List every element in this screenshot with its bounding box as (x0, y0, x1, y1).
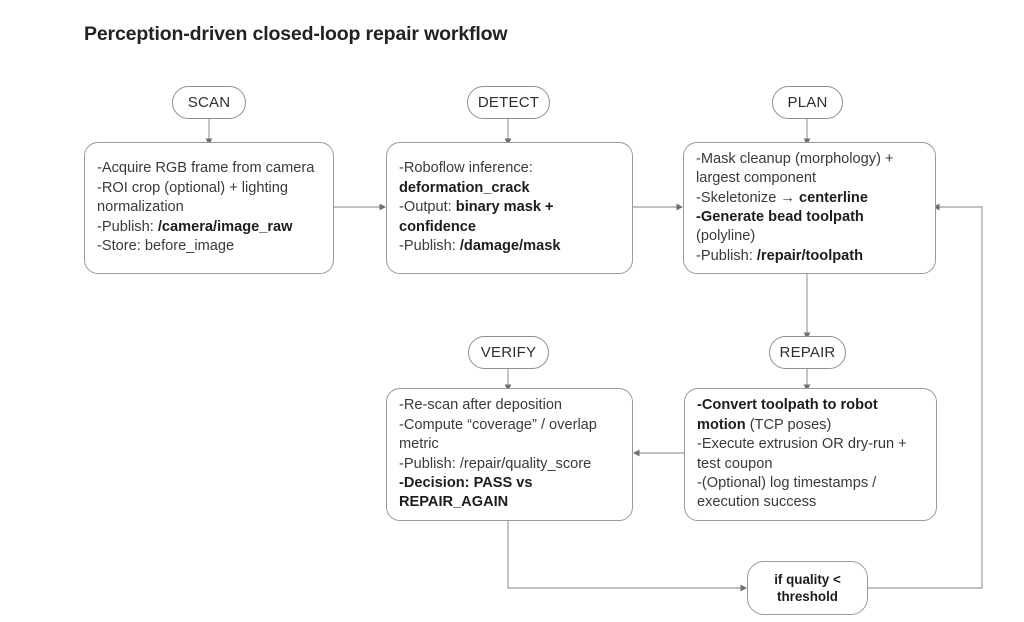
card-text-line: (polyline) (696, 228, 756, 245)
card-text-line: deformation_crack (399, 179, 530, 196)
stage-pill-verify-label: VERIFY (480, 344, 537, 361)
card-text-line: -Roboflow inference: (399, 160, 533, 177)
card-text-line: motion (TCP poses) (697, 416, 832, 433)
card-text-line: -Publish: /damage/mask (399, 238, 561, 255)
arrowhead-detect-card (504, 138, 512, 145)
card-text-line: -Output: binary mask + (399, 199, 554, 216)
card-text-line: -Acquire RGB frame from camera (97, 160, 315, 177)
card-text-line: -Re-scan after deposition (399, 397, 563, 414)
card-text-line: -Convert toolpath to robot (697, 397, 878, 414)
stage-pill-plan-label: PLAN (787, 94, 828, 111)
stage-pill-scan-label: SCAN (187, 94, 231, 111)
card-verify[interactable]: -Re-scan after deposition -Compute “cover… (386, 388, 633, 521)
stage-pill-detect-label: DETECT (477, 94, 540, 111)
card-text-line: test coupon (697, 455, 773, 472)
loop-condition-line2: threshold (776, 589, 838, 604)
stage-pill-scan[interactable]: SCAN (172, 86, 246, 119)
arrowhead-repair-card (803, 384, 811, 391)
card-text-line: -Generate bead toolpath (696, 209, 864, 225)
stage-pill-detect[interactable]: DETECT (467, 86, 550, 119)
arrowhead-plan-left (676, 203, 683, 211)
arrowhead-detect-left (379, 203, 386, 211)
card-scan-body: -Acquire RGB frame from camera -ROI crop … (97, 159, 322, 256)
arrowhead-plan-right (933, 203, 940, 211)
card-text-line: -ROI crop (optional) + lighting (97, 179, 289, 196)
card-text-line: -Publish: /repair/quality_score (399, 455, 592, 472)
card-text-line: -Mask cleanup (morphology) + (696, 150, 894, 167)
stage-pill-plan[interactable]: PLAN (772, 86, 843, 119)
card-text-line: execution success (697, 494, 817, 511)
stage-pill-repair[interactable]: REPAIR (769, 336, 846, 369)
card-text-line: confidence (399, 218, 477, 235)
card-text-line: -Skeletonize → centerline (696, 189, 868, 206)
card-text-line: metric (399, 436, 439, 453)
card-text-line: -Publish: /repair/toolpath (696, 247, 864, 264)
page-title: Perception-driven closed-loop repair wor… (84, 23, 508, 45)
card-text-line: -Compute “coverage” / overlap (399, 416, 597, 433)
card-repair-body: -Convert toolpath to robot motion (TCP po… (697, 396, 925, 512)
card-verify-body: -Re-scan after deposition -Compute “cover… (399, 396, 621, 512)
stage-pill-verify[interactable]: VERIFY (468, 336, 549, 369)
connector-verify-to-loop (507, 521, 744, 589)
loop-condition-line1: if quality < (774, 571, 841, 587)
card-detect[interactable]: -Roboflow inference: deformation_crack -Ou… (386, 142, 633, 274)
card-text-line: -Store: before_image (97, 238, 235, 255)
arrowhead-loop-node-left (740, 584, 747, 592)
card-text-line: -(Optional) log timestamps / (697, 474, 877, 491)
arrowhead-repair-pill (803, 332, 811, 339)
card-plan-body: -Mask cleanup (morphology) + largest comp… (696, 150, 924, 266)
card-scan[interactable]: -Acquire RGB frame from camera -ROI crop … (84, 142, 334, 274)
card-text-line: REPAIR_AGAIN (399, 494, 509, 511)
card-text-line: largest component (696, 170, 817, 187)
card-text-line: normalization (97, 199, 184, 216)
arrowhead-verify-card (504, 384, 512, 391)
arrowhead-verify-right (633, 449, 640, 457)
card-text-line: -Decision: PASS vs (399, 474, 533, 491)
connector-loop-to-plan (868, 206, 983, 589)
card-repair[interactable]: -Convert toolpath to robot motion (TCP po… (684, 388, 937, 521)
card-plan[interactable]: -Mask cleanup (morphology) + largest comp… (683, 142, 936, 274)
card-text-line: -Publish: /camera/image_raw (97, 218, 293, 235)
card-text-line: -Execute extrusion OR dry-run + (697, 436, 907, 453)
arrowhead-plan-card (803, 138, 811, 145)
loop-condition-node[interactable]: if quality < threshold (747, 561, 868, 615)
stage-pill-repair-label: REPAIR (779, 344, 836, 361)
arrowhead-scan-card (205, 138, 213, 145)
card-detect-body: -Roboflow inference: deformation_crack -Ou… (399, 159, 621, 256)
